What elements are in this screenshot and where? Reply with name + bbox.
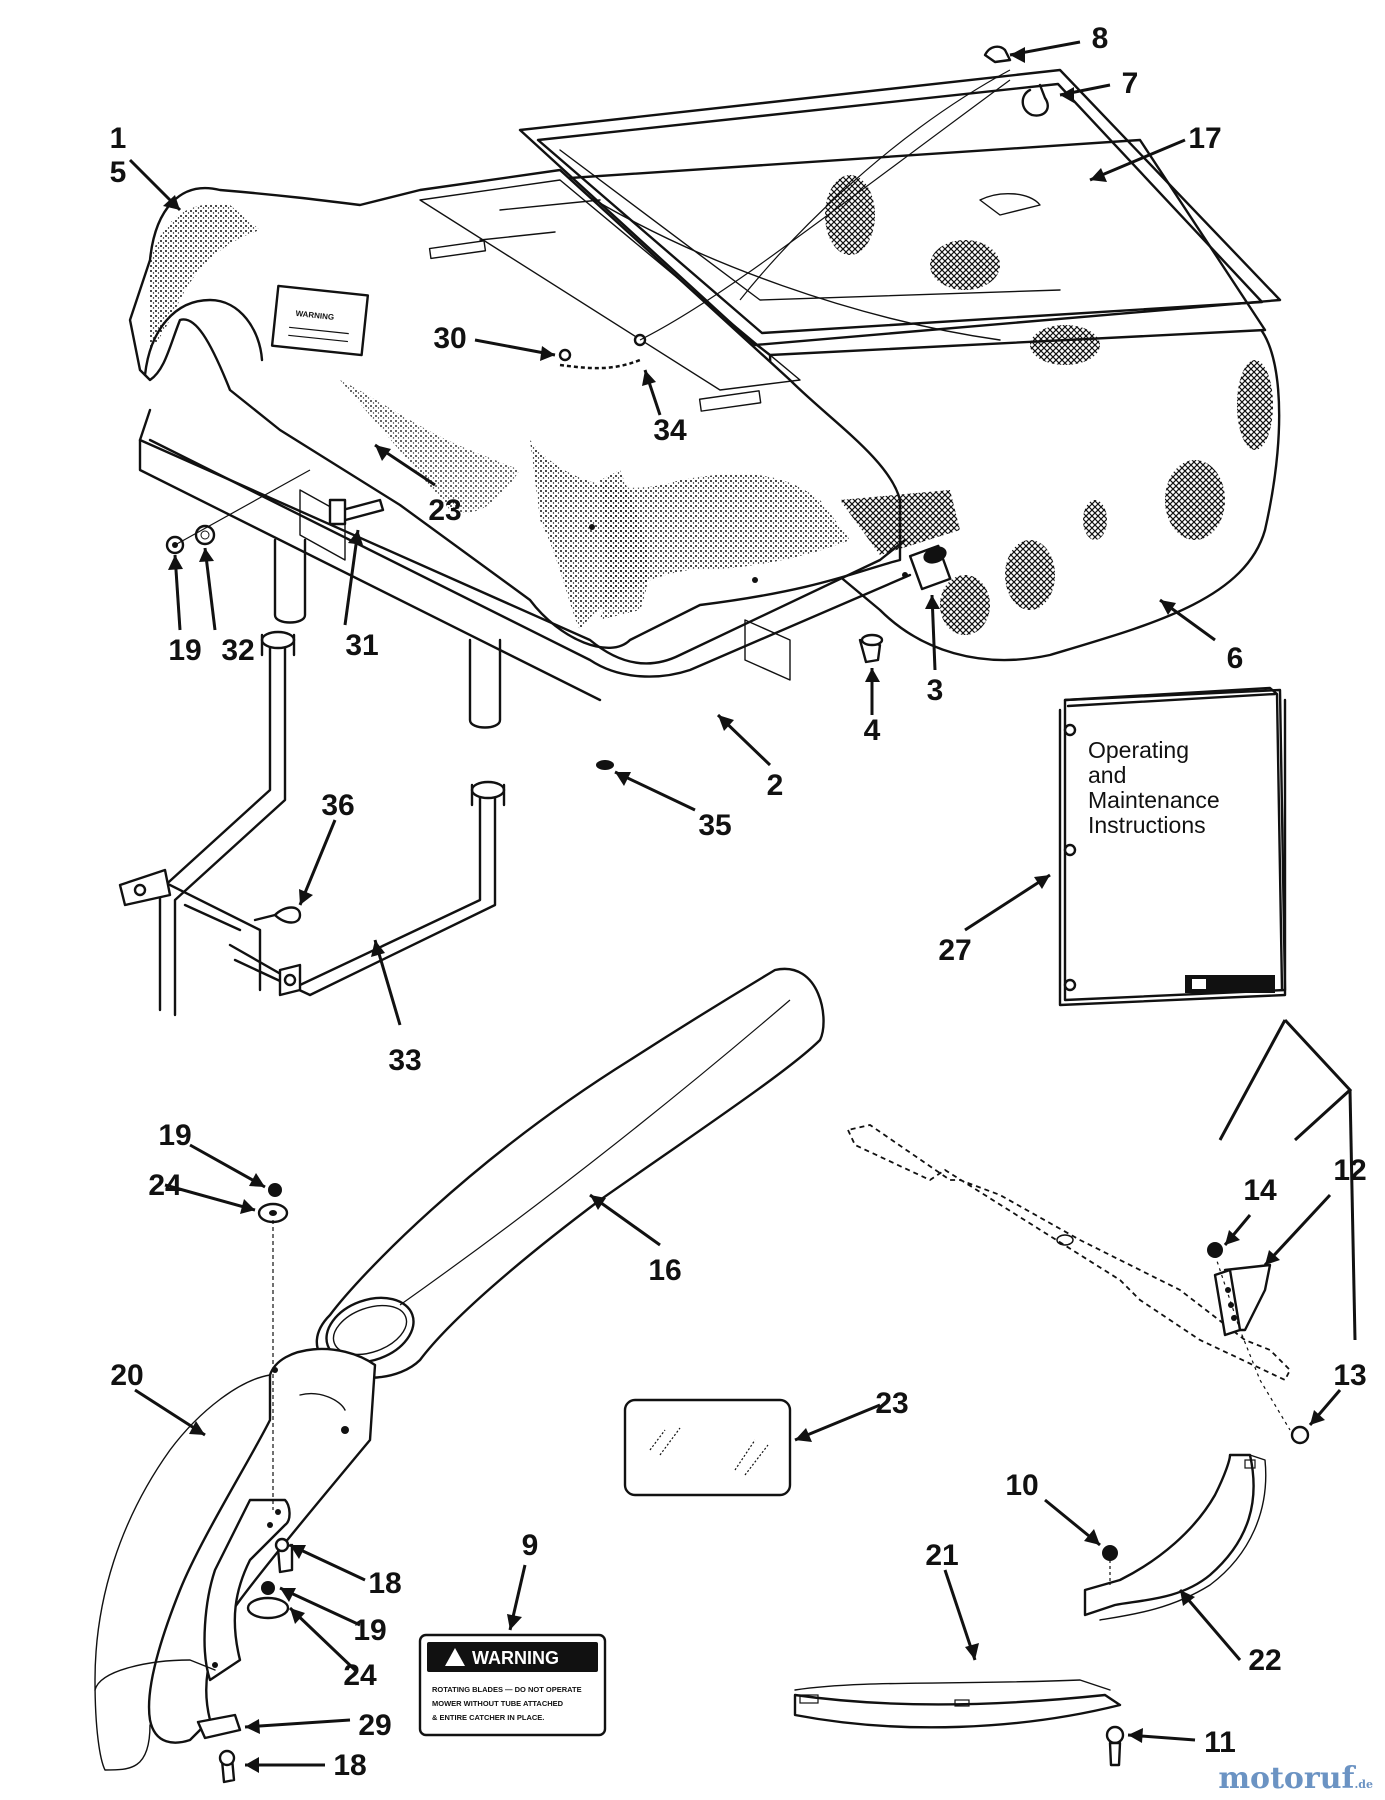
discharge-chute [94,1347,377,1771]
support-posts [273,538,952,729]
manual-title-line-1: Operating [1088,737,1189,763]
callout-23-lower: 23 [875,1387,908,1420]
catcher-housing: WARNING [128,79,1011,650]
housing-warning-label: WARNING [270,284,370,357]
callout-14: 14 [1243,1174,1277,1207]
callout-4: 4 [864,714,881,747]
skid-plates [793,1453,1267,1767]
callout-33: 33 [388,1044,421,1077]
callout-19-lower: 19 [353,1614,386,1647]
callout-29: 29 [358,1709,391,1742]
callout-36: 36 [321,789,354,822]
callout-13: 13 [1333,1359,1366,1392]
site-watermark: motoruf.de [1218,1761,1373,1796]
blade-baffle [1207,1242,1310,1445]
callout-20: 20 [110,1359,143,1392]
callout-numbers: 1 5 8 7 17 30 34 23 19 32 31 3 6 4 2 35 … [110,22,1367,1782]
callout-24-lower: 24 [343,1659,377,1692]
callout-19-upper: 19 [168,634,201,667]
housing-hardware [165,469,884,770]
manual-title-line-4: Instructions [1088,812,1206,838]
callout-6: 6 [1227,642,1244,675]
watermark-brand: motoruf [1218,1761,1355,1796]
callout-19-chute: 19 [158,1119,191,1152]
callout-34: 34 [653,414,687,447]
operating-manual: Operating and Maintenance Instructions [1058,686,1287,1007]
warning-decal-line-1: ROTATING BLADES — DO NOT OPERATE [432,1685,582,1694]
callout-31: 31 [345,629,378,662]
watermark-tld: .de [1354,1778,1373,1791]
callout-21: 21 [925,1539,958,1572]
warning-decal-line-3: & ENTIRE CATCHER IN PLACE. [432,1713,544,1722]
callout-10: 10 [1005,1469,1038,1502]
callout-30: 30 [433,322,466,355]
frame-legs [118,630,506,1017]
callout-9: 9 [522,1529,539,1562]
callout-18-lower: 18 [333,1749,366,1782]
callout-1: 1 [110,122,127,155]
callout-35: 35 [698,809,731,842]
manual-title-line-3: Maintenance [1088,787,1220,813]
decal-blank [623,1398,792,1497]
leader-lines [128,40,1357,1773]
callout-2: 2 [767,769,784,802]
manual-title-line-2: and [1088,762,1126,788]
mower-blade-outline [846,1124,1292,1382]
callout-23-upper: 23 [428,494,461,527]
frame-rail [138,408,960,702]
callout-11: 11 [1204,1726,1236,1759]
callout-27: 27 [938,934,971,967]
housing-label-text: WARNING [295,309,334,322]
callout-16: 16 [648,1254,681,1287]
callout-32: 32 [221,634,254,667]
warning-decal-title: WARNING [472,1648,559,1668]
callout-18-upper: 18 [368,1567,401,1600]
warning-decal-line-2: MOWER WITHOUT TUBE ATTACHED [432,1699,564,1708]
callout-3: 3 [927,674,944,707]
callout-5: 5 [110,156,127,189]
callout-8: 8 [1092,22,1109,55]
callout-12: 12 [1333,1154,1366,1187]
chute-hardware [196,1183,294,1784]
callout-22: 22 [1248,1644,1281,1677]
discharge-tube [315,967,825,1379]
callout-7: 7 [1122,67,1139,100]
bag-hook-and-pin [983,45,1049,117]
callout-24-chute: 24 [148,1169,182,1202]
callout-17: 17 [1188,122,1221,155]
warning-decal: WARNING ROTATING BLADES — DO NOT OPERATE… [418,1633,607,1737]
